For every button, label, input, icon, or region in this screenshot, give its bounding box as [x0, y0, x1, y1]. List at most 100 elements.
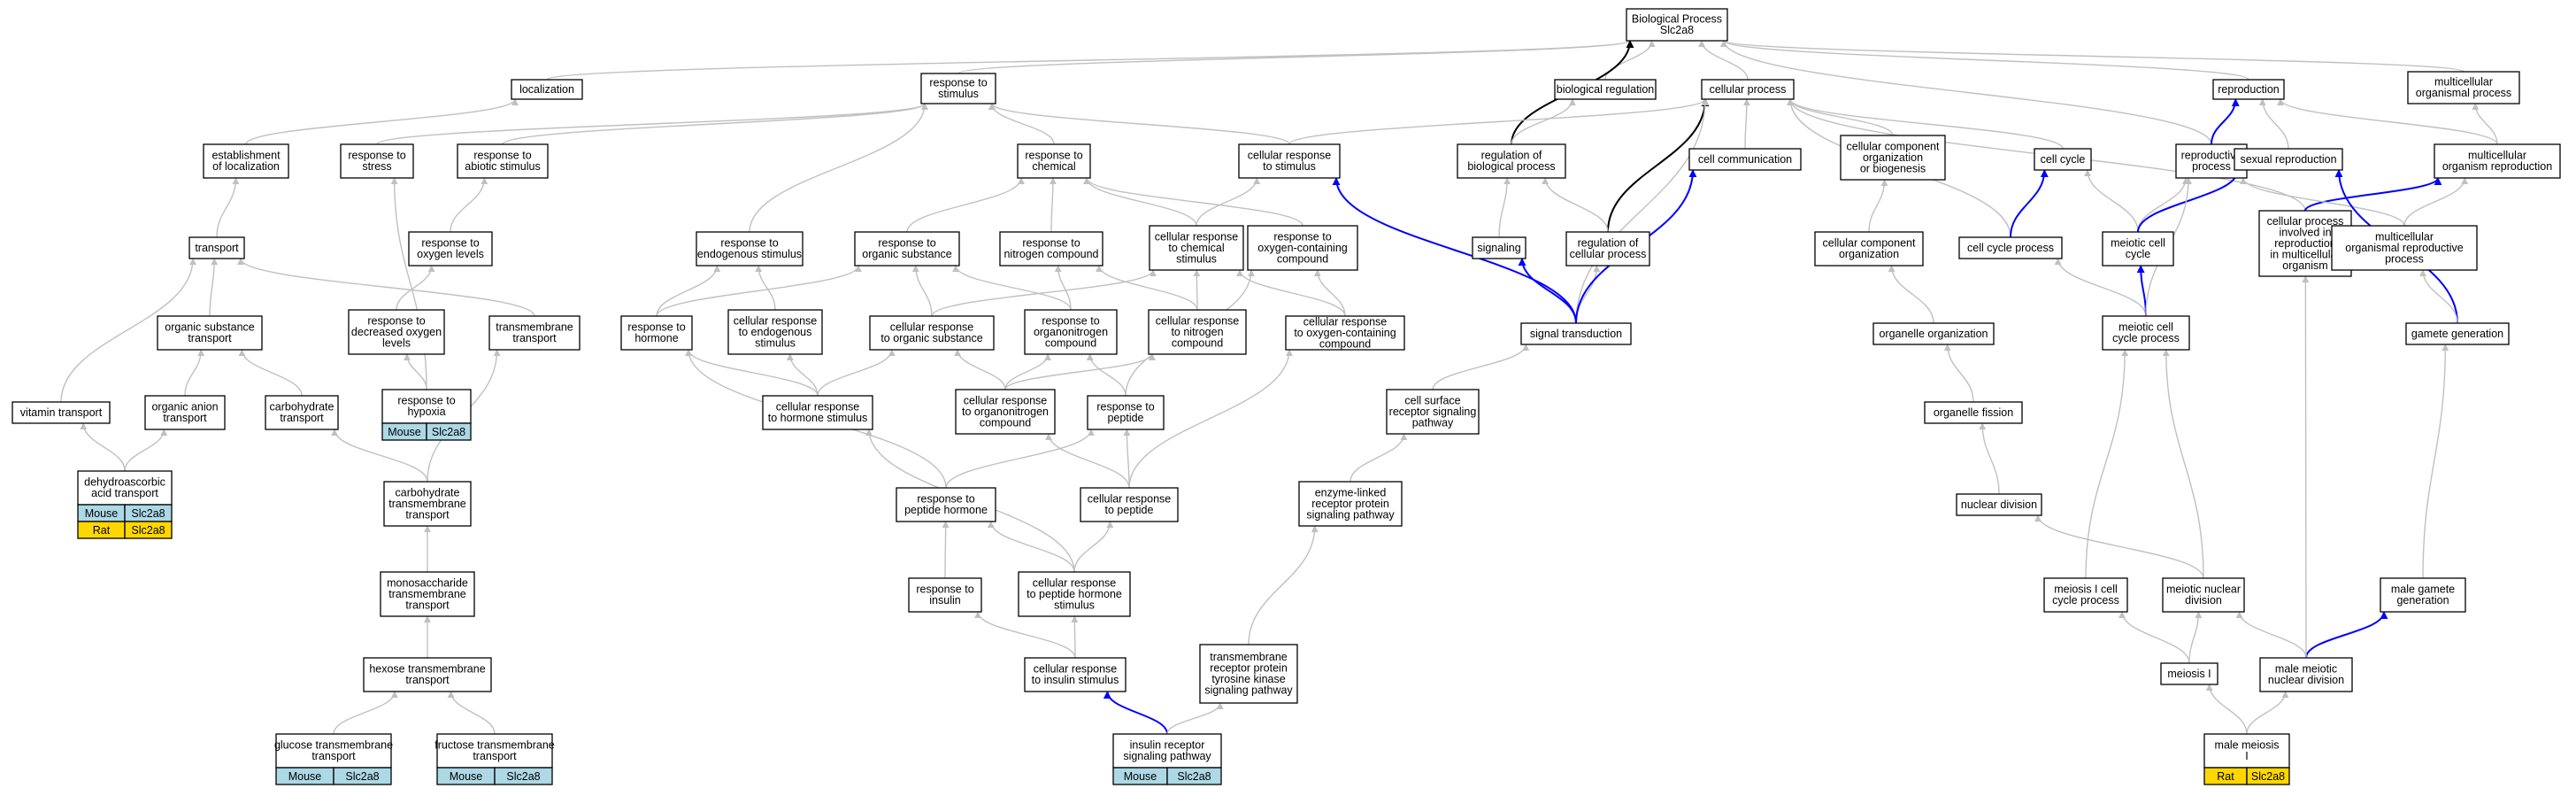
go-term-node-sigtrans[interactable]: signal transduction — [1520, 322, 1632, 345]
node-label-line: cellular response — [1155, 230, 1239, 243]
go-term-node-gametegen[interactable]: gamete generation — [2405, 322, 2510, 345]
node-label-line: transport — [280, 412, 324, 424]
node-label-line: transmembrane — [496, 321, 573, 334]
edge-is_a-rstim-to-bp — [957, 40, 1634, 74]
go-term-node-vittr[interactable]: vitamin transport — [12, 401, 111, 424]
node-label-line: compound — [980, 416, 1031, 429]
go-term-node-transport[interactable]: transport — [188, 236, 245, 259]
go-term-node-orgorg[interactable]: organelle organization — [1872, 322, 1995, 345]
go-term-node-orgfis[interactable]: organelle fission — [1924, 401, 2023, 424]
go-term-node-loc[interactable]: localization — [511, 79, 583, 100]
gene-label: Slc2a8 — [131, 507, 165, 520]
node-label-line: enzyme-linked — [1315, 486, 1387, 498]
go-term-node-nucdiv[interactable]: nuclear division — [1956, 493, 2042, 516]
node-box — [1958, 236, 2063, 259]
go-term-node-signaling[interactable]: signaling — [1472, 236, 1526, 259]
node-label-line: receptor protein — [1311, 498, 1389, 510]
edge-is_a-crchem-to-crstim — [1196, 177, 1261, 227]
go-term-node-sexrepro[interactable]: sexual reproduction — [2234, 148, 2343, 171]
node-box — [1520, 322, 1632, 345]
node-label-line: transmembrane — [388, 498, 466, 510]
go-term-node-biored[interactable]: biological regulation — [1554, 79, 1657, 100]
node-label-line: cellular response — [890, 321, 974, 334]
node-box — [2162, 577, 2245, 613]
node-label-line: cycle process — [2112, 332, 2180, 344]
node-box — [1148, 309, 1247, 355]
go-term-node-cellcycle[interactable]: cell cycle — [2034, 148, 2092, 171]
edge-is_a-rdecoxy-to-roxy — [396, 265, 435, 311]
edge-is_a-sigtrans-to-cellproc — [1575, 98, 1709, 324]
node-box — [1087, 395, 1165, 430]
go-term-node-meiosis1[interactable]: meiosis I — [2160, 662, 2218, 685]
go-term-node-ccp[interactable]: cell cycle process — [1958, 236, 2063, 259]
node-label-line: insulin receptor — [1130, 739, 1205, 752]
node-label-line: organismal process — [2416, 87, 2511, 99]
edge-is_a-vittr-to-transport — [60, 258, 196, 403]
node-label-line: carbohydrate — [396, 486, 460, 498]
go-term-node-repro[interactable]: reproduction — [2212, 79, 2285, 100]
node-box — [908, 577, 982, 613]
go-term-node-cellproc[interactable]: cellular process — [1701, 79, 1795, 100]
go-term-node-cellcomm[interactable]: cell communication — [1688, 148, 1802, 171]
node-label-line: tyrosine kinase — [1211, 673, 1285, 685]
